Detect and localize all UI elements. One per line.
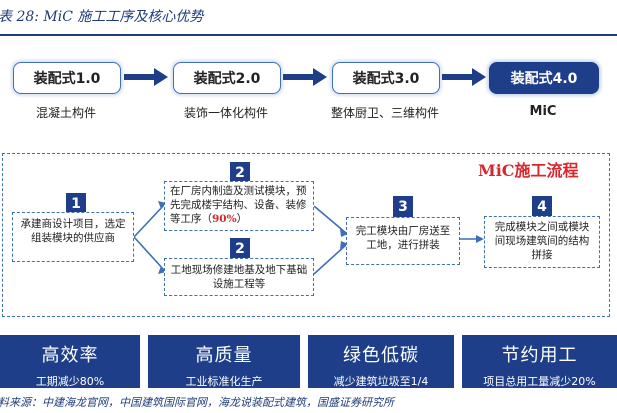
advantage-desc-2: 工业标准化生产 (185, 375, 263, 388)
figure-title-text: 表 28: MiC 施工工序及核心优势 (0, 9, 204, 25)
step-number-2a: 2 (230, 162, 250, 184)
gen-arrow-2 (283, 68, 327, 86)
step-box-3: 完工模块由厂房送至工地，进行拼装 (346, 217, 460, 265)
advantage-title-2: 高质量 (195, 345, 253, 366)
step-box-1: 承建商设计项目，选定组装模块的供应商 (12, 212, 134, 262)
step-box-2b: 工地现场修建地基及地下基础设施工程等 (164, 258, 314, 296)
gen-caption-4: MiC (529, 104, 557, 119)
advantage-card-2: 高质量 工业标准化生产 (148, 335, 300, 388)
flow-connector-1a (133, 204, 165, 238)
gen-box-2: 装配式2.0 (173, 62, 281, 94)
advantage-card-4: 节约用工 项目总用工量减少20% (462, 335, 617, 388)
step-box-2a: 在厂房内制造及测试模块，预先完成楼宇结构、设备、装修等工序（90%） (164, 181, 314, 231)
step-number-2b: 2 (230, 238, 250, 260)
source-note: 料来源：中建海龙官网，中国建筑国际官网，海龙说装配式建筑，国盛证券研究所 (0, 396, 394, 409)
step-text-1: 承建商设计项目，选定组装模块的供应商 (20, 218, 126, 244)
advantage-title-1: 高效率 (41, 345, 99, 366)
step-number-4: 4 (532, 196, 552, 218)
gen-box-4: 装配式4.0 (489, 62, 599, 94)
gen-box-1: 装配式1.0 (13, 62, 121, 94)
flow-connector-1b (133, 236, 165, 271)
step-highlight-90: 90% (212, 213, 237, 225)
gen-caption-1: 混凝土构件 (35, 106, 96, 120)
flow-title: MiC施工流程 (478, 161, 579, 180)
gen-caption-3: 整体厨卫、三维构件 (330, 106, 439, 120)
step-text-2a-end: ） (236, 213, 248, 225)
gen-box-3: 装配式3.0 (332, 62, 440, 94)
step-text-3: 完工模块由厂房送至工地，进行拼装 (355, 225, 451, 251)
gen-caption-2: 装饰一体化构件 (183, 106, 268, 120)
flow-connector-2a (313, 205, 347, 234)
step-text-2a: 在厂房内制造及测试模块，预先完成楼宇结构、设备、装修等工序（ (170, 185, 307, 225)
gen-arrow-3 (442, 68, 486, 86)
step-text-2b: 工地现场修建地基及地下基础设施工程等 (170, 264, 308, 290)
flow-connector-2b (313, 244, 347, 275)
advantage-card-3: 绿色低碳 减少建筑垃圾至1/4 (308, 335, 454, 388)
advantage-title-4: 节约用工 (501, 345, 578, 366)
advantage-card-1: 高效率 工期减少80% (0, 335, 140, 388)
advantage-desc-1: 工期减少80% (35, 375, 105, 388)
step-text-4: 完成模块之间或模块间现场建筑间的结构拼接 (494, 221, 590, 261)
advantage-desc-3: 减少建筑垃圾至1/4 (333, 375, 429, 388)
step-box-4: 完成模块之间或模块间现场建筑间的结构拼接 (484, 216, 600, 268)
step-number-1: 1 (66, 193, 86, 215)
title-divider (0, 34, 617, 36)
gen-arrow-1 (124, 68, 168, 86)
figure-title: 表 28: MiC 施工工序及核心优势 (0, 4, 617, 30)
step-number-3: 3 (393, 196, 413, 218)
advantage-desc-4: 项目总用工量减少20% (483, 375, 596, 388)
advantage-title-3: 绿色低碳 (343, 345, 419, 366)
flow-frame (2, 153, 610, 317)
